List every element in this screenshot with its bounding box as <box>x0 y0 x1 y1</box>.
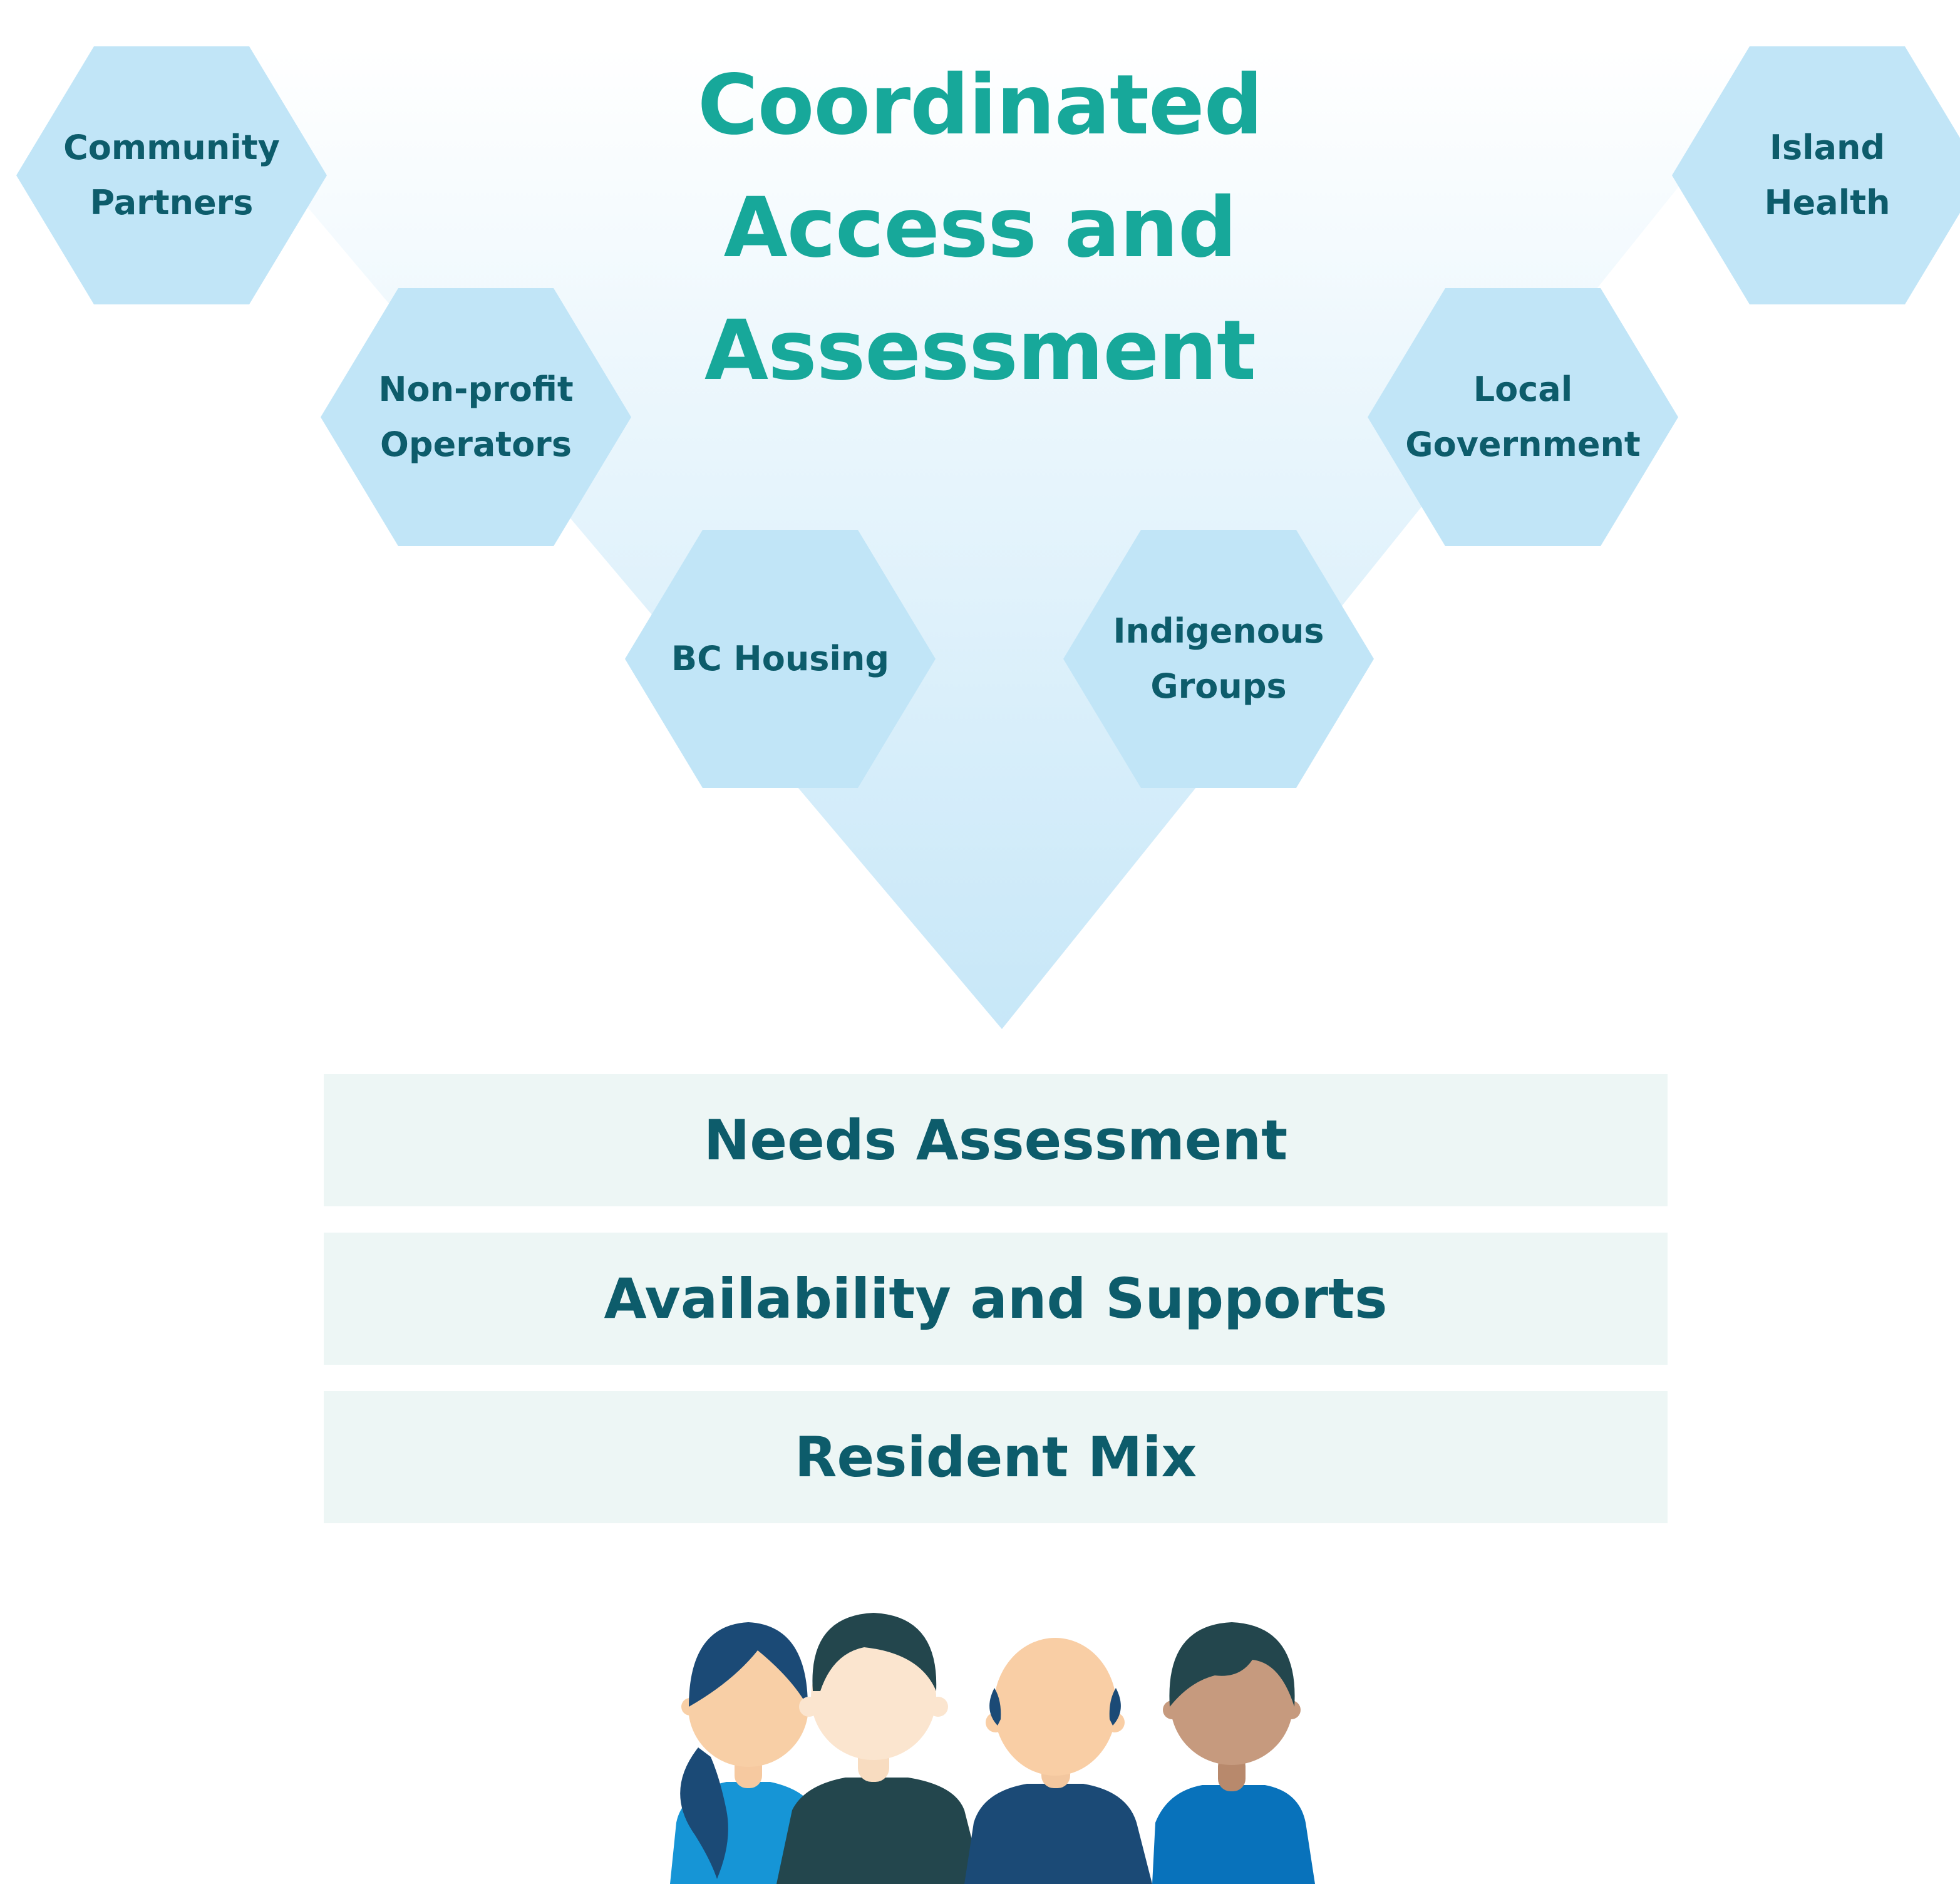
stage-label: Needs Assessment <box>703 1108 1288 1172</box>
hexagon-non-profit-operators <box>321 288 631 546</box>
funnel-shape <box>172 47 1791 1029</box>
partner-label-bc-housing: BC Housing <box>671 639 890 678</box>
hexagon-bc-housing <box>625 530 936 788</box>
page-title: Coordinated Access and Assessment <box>697 57 1263 399</box>
hexagon-community-partners <box>16 46 327 304</box>
residents-illustration <box>670 1613 1315 1884</box>
stage-label: Availability and Supports <box>604 1266 1388 1331</box>
person-short-hair-icon <box>1152 1622 1315 1884</box>
partner-label-local-government: Local Government <box>1405 370 1641 464</box>
person-dark-hair-icon <box>776 1613 983 1884</box>
partner-hexagons <box>16 46 1960 788</box>
stage-availability-supports: Availability and Supports <box>324 1233 1668 1365</box>
partner-label-non-profit-operators: Non-profit Operators <box>378 370 574 464</box>
stage-label: Resident Mix <box>794 1425 1197 1489</box>
stage-needs-assessment: Needs Assessment <box>324 1074 1668 1206</box>
person-bald-icon <box>964 1638 1152 1884</box>
partner-label-indigenous-groups: Indigenous Groups <box>1113 611 1324 706</box>
hexagon-island-health <box>1672 46 1960 304</box>
stage-resident-mix: Resident Mix <box>324 1391 1668 1523</box>
person-ponytail-icon <box>670 1622 823 1884</box>
partner-label-community-partners: Community Partners <box>63 128 280 222</box>
hexagon-local-government <box>1368 288 1678 546</box>
hexagon-indigenous-groups <box>1063 530 1374 788</box>
partner-label-island-health: Island Health <box>1764 128 1890 222</box>
